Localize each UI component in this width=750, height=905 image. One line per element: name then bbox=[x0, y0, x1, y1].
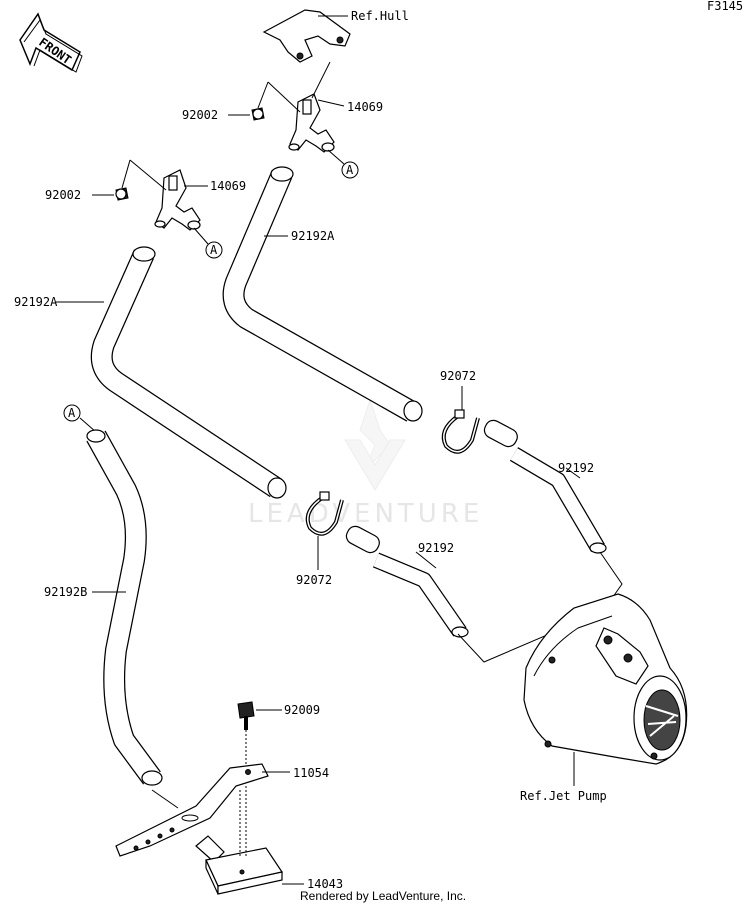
callout-a-lower-text: A bbox=[210, 243, 218, 257]
label-92002-lower: 92002 bbox=[45, 188, 81, 202]
label-ref-hull: Ref.Hull bbox=[351, 9, 409, 23]
figure-id: F3145 bbox=[707, 0, 743, 13]
watermark-text: LEADVENTURE bbox=[248, 499, 483, 529]
leader-92192-center bbox=[415, 551, 437, 569]
hose-92192-right bbox=[483, 419, 607, 554]
jet-pump bbox=[523, 593, 688, 765]
drain-14043 bbox=[195, 835, 283, 895]
screw-92002-upper bbox=[251, 107, 265, 121]
hose-92192a-left bbox=[90, 246, 287, 499]
callout-a-hose bbox=[63, 404, 81, 422]
bolt-92009 bbox=[237, 701, 255, 730]
leader-92192-right bbox=[565, 467, 581, 479]
label-11054: 11054 bbox=[293, 766, 329, 780]
label-14069-upper: 14069 bbox=[347, 100, 383, 114]
callout-a-hose-text: A bbox=[68, 406, 76, 420]
front-arrow-icon: FRONT bbox=[19, 12, 83, 73]
leader-hull-to-fitting bbox=[311, 61, 331, 99]
hose-92192b bbox=[86, 429, 163, 786]
label-92192-center: 92192 bbox=[418, 541, 454, 555]
callout-a-upper bbox=[341, 161, 359, 179]
callout-a-lower bbox=[205, 241, 223, 259]
callout-a-upper-text: A bbox=[346, 163, 354, 177]
fitting-14069-lower bbox=[154, 169, 201, 231]
label-ref-jet-pump: Ref.Jet Pump bbox=[520, 789, 607, 803]
screw-92002-lower bbox=[115, 187, 129, 201]
hose-92192-center bbox=[345, 525, 469, 638]
hose-92192a-right bbox=[222, 166, 423, 422]
label-92002-upper: 92002 bbox=[182, 108, 218, 122]
label-14043: 14043 bbox=[307, 877, 343, 891]
label-92192b: 92192B bbox=[44, 585, 87, 599]
hull-bracket bbox=[262, 9, 351, 63]
fitting-14069-upper bbox=[288, 93, 335, 153]
label-92072-right: 92072 bbox=[440, 369, 476, 383]
clamp-92072-left bbox=[305, 491, 344, 536]
label-92009: 92009 bbox=[284, 703, 320, 717]
leader-14069-upper bbox=[317, 99, 345, 107]
watermark-logo bbox=[344, 398, 406, 491]
leader-fitting-screw-upper bbox=[267, 81, 301, 113]
label-92192-right: 92192 bbox=[558, 461, 594, 475]
clamp-92072-right bbox=[441, 409, 480, 454]
label-92072-left: 92072 bbox=[296, 573, 332, 587]
label-92192a-right: 92192A bbox=[291, 229, 335, 243]
label-14069-lower: 14069 bbox=[210, 179, 246, 193]
label-92192a-left: 92192A bbox=[14, 295, 58, 309]
footer-credit: Rendered by LeadVenture, Inc. bbox=[300, 889, 466, 903]
